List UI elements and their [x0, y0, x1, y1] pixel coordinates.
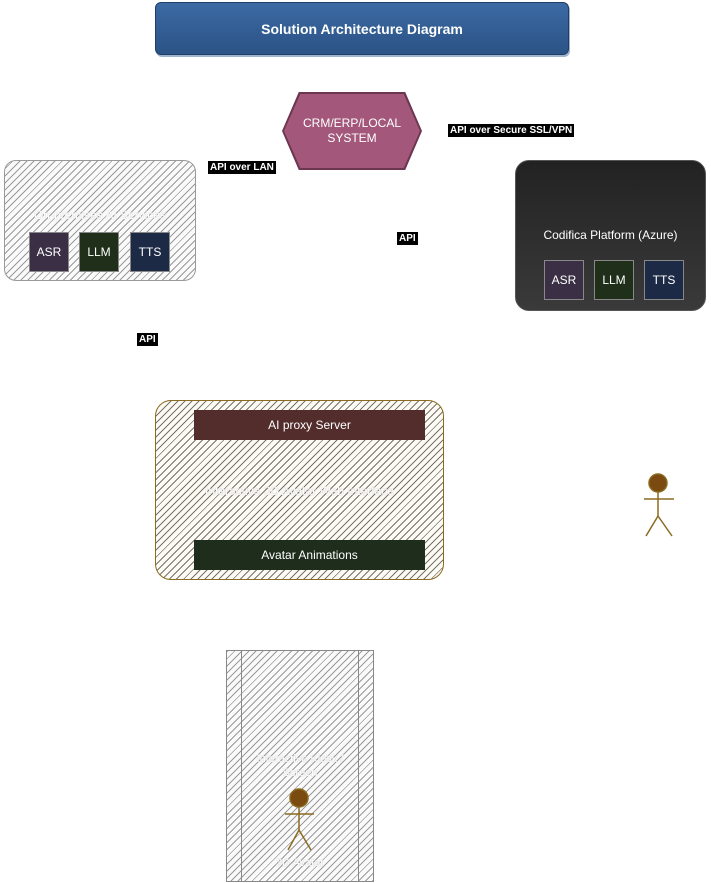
- api-right-label: API: [397, 232, 418, 245]
- kiosk-label-line2: Screen: [282, 767, 318, 779]
- kiosk-avatar-label: 3D Avatar: [275, 857, 325, 869]
- diagram-title: Solution Architecture Diagram: [155, 2, 569, 55]
- on-prem-asr-block: ASR: [29, 232, 69, 272]
- vpn-connection-label: API over Secure SSL/VPN: [448, 124, 575, 137]
- crm-label-line1: CRM/ERP/LOCAL: [302, 116, 402, 130]
- api-left-label: API: [137, 333, 158, 346]
- on-prem-label: On-premises AI Services: [33, 208, 167, 222]
- cloud-tts-block: TTS: [644, 260, 684, 300]
- crm-label-line2: SYSTEM: [327, 131, 377, 145]
- kiosk-screen-box: [226, 650, 374, 882]
- stick-figure-icon: [285, 788, 314, 851]
- lan-connection-label: API over LAN: [208, 161, 276, 174]
- cloud-llm-block: LLM: [594, 260, 634, 300]
- kiosk-label: Interactive Kiosk / Screen: [226, 752, 374, 780]
- cloud-platform-label: Codifica Platform (Azure): [543, 228, 678, 242]
- on-prem-llm-block: LLM: [79, 232, 119, 272]
- kiosk-inner-edge-left: [241, 650, 242, 882]
- crm-system-node: CRM/ERP/LOCAL SYSTEM: [284, 94, 420, 168]
- avatar-web-interface-label: Interactive 3D Avatar Web Interface: [205, 484, 394, 498]
- kiosk-label-line1: Interactive Kiosk /: [256, 753, 344, 765]
- stick-figure-icon: [644, 473, 674, 537]
- ai-proxy-server-bar: AI proxy Server: [194, 410, 425, 440]
- kiosk-inner-edge-right: [358, 650, 359, 882]
- cloud-asr-block: ASR: [544, 260, 584, 300]
- on-prem-tts-block: TTS: [130, 232, 170, 272]
- avatar-animations-bar: Avatar Animations: [194, 540, 425, 570]
